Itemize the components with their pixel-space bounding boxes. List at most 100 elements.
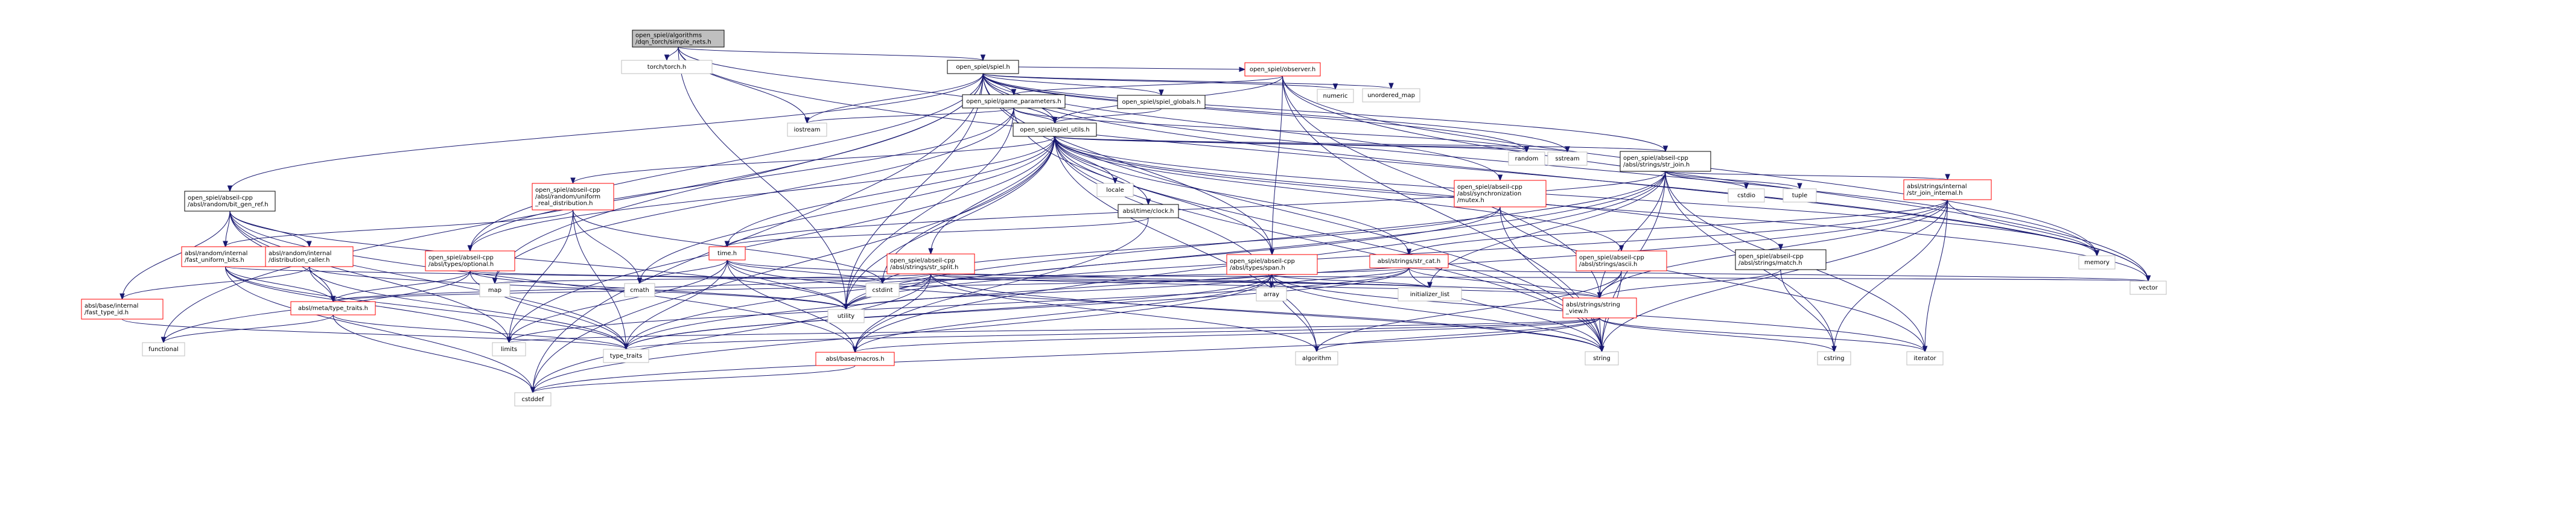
node-cstring[interactable]: cstring bbox=[1817, 351, 1851, 366]
node-distribution_caller[interactable]: absl/random/internal/distribution_caller… bbox=[265, 246, 354, 267]
node-initializer_list[interactable]: initializer_list bbox=[1398, 287, 1462, 302]
node-spiel[interactable]: open_spiel/spiel.h bbox=[947, 60, 1019, 74]
edge-spiel-to-cstddef bbox=[532, 73, 984, 393]
node-type_traits[interactable]: type_traits bbox=[603, 349, 649, 363]
node-uniform_real[interactable]: open_spiel/abseil-cpp/absl/random/unifor… bbox=[532, 183, 614, 211]
edge-macros-to-cstddef bbox=[532, 365, 856, 393]
node-cstdint[interactable]: cstdint bbox=[865, 283, 900, 297]
node-iterator[interactable]: iterator bbox=[1906, 351, 1944, 366]
node-limits[interactable]: limits bbox=[492, 342, 526, 356]
node-optional[interactable]: open_spiel/abseil-cpp/absl/types/optiona… bbox=[425, 250, 515, 271]
node-cmath[interactable]: cmath bbox=[624, 283, 655, 297]
node-time_h[interactable]: time.h bbox=[708, 246, 746, 261]
node-sstream[interactable]: sstream bbox=[1547, 151, 1588, 166]
node-map[interactable]: map bbox=[479, 283, 510, 297]
node-str_join_internal[interactable]: absl/strings/internal/str_join_internal.… bbox=[1903, 179, 1992, 200]
node-random[interactable]: random bbox=[1508, 151, 1545, 166]
edge-spiel-to-string bbox=[982, 73, 1602, 352]
node-label-match-0: open_spiel/abseil-cpp bbox=[1738, 253, 1804, 260]
node-layer: open_spiel/algorithms/dqn_torch/simple_n… bbox=[81, 30, 2167, 407]
node-box-ascii bbox=[1576, 250, 1667, 271]
node-box-iterator bbox=[1906, 351, 1944, 366]
node-box-numeric bbox=[1317, 89, 1354, 103]
node-label-vector-0: vector bbox=[2139, 285, 2158, 291]
node-cstddef[interactable]: cstddef bbox=[514, 392, 552, 407]
arrowhead-str_cat-to-cstdint bbox=[880, 277, 885, 285]
node-box-cstdint bbox=[865, 283, 900, 297]
node-macros[interactable]: absl/base/macros.h bbox=[815, 352, 895, 366]
node-box-cstring bbox=[1817, 351, 1851, 366]
edge-str_join-to-cstdio bbox=[1665, 171, 1747, 189]
node-memory[interactable]: memory bbox=[2078, 255, 2116, 270]
node-string[interactable]: string bbox=[1585, 351, 1619, 366]
node-utility[interactable]: utility bbox=[827, 309, 865, 323]
edge-root-to-spiel_utils bbox=[678, 46, 1055, 124]
node-label-initializer_list-0: initializer_list bbox=[1410, 291, 1450, 298]
arrowhead-spiel_globals-to-spiel_utils bbox=[1052, 117, 1058, 124]
node-str_join[interactable]: open_spiel/abseil-cpp/absl/strings/str_j… bbox=[1620, 151, 1711, 172]
node-label-cmath-0: cmath bbox=[630, 287, 649, 294]
node-functional[interactable]: functional bbox=[142, 342, 185, 356]
node-fast_uniform_bits[interactable]: absl/random/internal/fast_uniform_bits.h bbox=[181, 246, 270, 267]
edge-spiel_utils-to-cmath bbox=[639, 136, 1055, 284]
arrowhead-observer-to-game_params bbox=[1011, 89, 1017, 96]
node-box-type_traits bbox=[603, 349, 649, 363]
node-box-functional bbox=[142, 342, 185, 356]
node-vector[interactable]: vector bbox=[2129, 280, 2167, 295]
node-algorithm[interactable]: algorithm bbox=[1295, 351, 1338, 366]
node-str_split[interactable]: open_spiel/abseil-cpp/absl/strings/str_s… bbox=[886, 253, 975, 274]
node-box-map bbox=[479, 283, 510, 297]
node-label-game_params-0: open_spiel/game_parameters.h bbox=[966, 98, 1061, 105]
node-bit_gen_ref[interactable]: open_spiel/abseil-cpp/absl/random/bit_ge… bbox=[184, 191, 276, 212]
edge-spiel_utils-to-civil_clock bbox=[1054, 136, 1149, 205]
node-spiel_globals[interactable]: open_spiel/spiel_globals.h bbox=[1117, 95, 1206, 109]
node-string_view[interactable]: absl/strings/string_view.h bbox=[1562, 297, 1637, 318]
node-spiel_utils[interactable]: open_spiel/spiel_utils.h bbox=[1013, 122, 1097, 137]
node-str_cat[interactable]: absl/strings/str_cat.h bbox=[1369, 254, 1449, 268]
arrowhead-spiel-to-bit_gen_ref bbox=[227, 185, 233, 192]
edge-observer-to-span bbox=[1271, 75, 1283, 255]
edge-uniform_real-to-type_traits bbox=[573, 209, 626, 350]
edge-spiel_utils-to-sstream bbox=[1054, 136, 1568, 153]
edge-distribution_caller-to-fast_type_id bbox=[122, 266, 310, 300]
node-torch[interactable]: torch/torch.h bbox=[621, 60, 713, 74]
edge-time_h-to-string_view bbox=[727, 259, 1600, 299]
edge-type_traits_absl-to-cstddef bbox=[332, 314, 533, 393]
node-tuple[interactable]: tuple bbox=[1783, 188, 1817, 203]
node-game_params[interactable]: open_spiel/game_parameters.h bbox=[962, 94, 1066, 109]
node-type_traits_absl[interactable]: absl/meta/type_traits.h bbox=[290, 301, 376, 315]
node-civil_clock[interactable]: absl/time/clock.h bbox=[1118, 204, 1179, 218]
node-match[interactable]: open_spiel/abseil-cpp/absl/strings/match… bbox=[1735, 249, 1827, 270]
edge-bit_gen_ref-to-fast_type_id bbox=[122, 211, 231, 300]
arrowhead-str_cat-to-array bbox=[1268, 282, 1274, 289]
node-locale[interactable]: locale bbox=[1096, 183, 1134, 197]
node-label-ascii-1: /absl/strings/ascii.h bbox=[1579, 261, 1637, 268]
node-label-locale-0: locale bbox=[1106, 187, 1124, 194]
node-iostream[interactable]: iostream bbox=[787, 122, 827, 137]
node-cstdio[interactable]: cstdio bbox=[1728, 188, 1765, 203]
node-label-tuple-0: tuple bbox=[1792, 192, 1808, 199]
edge-str_join_internal-to-memory bbox=[1947, 199, 2097, 256]
edge-distribution_caller-to-type_traits bbox=[309, 266, 626, 350]
arrowhead-string_view-to-algorithm bbox=[1314, 346, 1320, 353]
edge-fast_uniform_bits-to-cstddef bbox=[225, 266, 533, 393]
arrowhead-root-to-torch bbox=[664, 54, 670, 62]
node-box-random bbox=[1508, 151, 1545, 166]
node-box-root bbox=[632, 30, 725, 48]
node-observer[interactable]: open_spiel/observer.h bbox=[1244, 62, 1321, 77]
node-span[interactable]: open_spiel/abseil-cpp/absl/types/span.h bbox=[1226, 254, 1318, 275]
arrowhead-span-to-initializer_list bbox=[1427, 282, 1433, 289]
node-numeric[interactable]: numeric bbox=[1317, 89, 1354, 103]
node-root: open_spiel/algorithms/dqn_torch/simple_n… bbox=[632, 30, 725, 48]
node-box-cstddef bbox=[514, 392, 552, 407]
node-mutex[interactable]: open_spiel/abseil-cpp/absl/synchronizati… bbox=[1454, 180, 1547, 208]
node-fast_type_id[interactable]: absl/base/internal/fast_type_id.h bbox=[81, 299, 164, 320]
edge-time_h-to-cmath bbox=[639, 259, 728, 284]
node-ascii[interactable]: open_spiel/abseil-cpp/absl/strings/ascii… bbox=[1576, 250, 1667, 271]
node-box-bit_gen_ref bbox=[184, 191, 276, 212]
arrowhead-spiel_utils-to-sstream bbox=[1565, 146, 1570, 153]
arrowhead-span-to-type_traits_absl bbox=[330, 296, 336, 303]
node-unordered_map[interactable]: unordered_map bbox=[1362, 88, 1420, 103]
node-array[interactable]: array bbox=[1256, 287, 1287, 302]
arrowhead-str_cat-to-vector bbox=[2145, 275, 2151, 282]
